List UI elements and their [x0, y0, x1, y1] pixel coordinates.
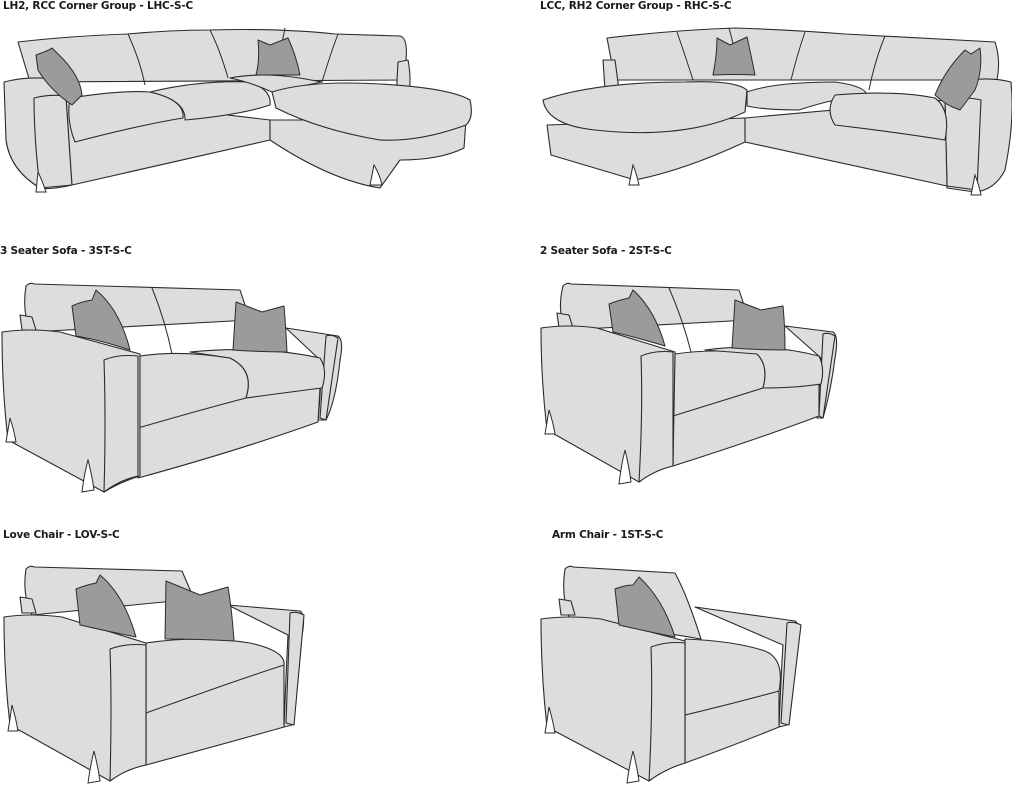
product-two-seater-sofa: 2 Seater Sofa - 2ST-S-C — [535, 243, 855, 503]
product-rhc-corner-group: LCC, RH2 Corner Group - RHC-S-C — [535, 0, 1012, 240]
two-seater-sofa-drawing — [540, 282, 838, 485]
product-label: Love Chair - LOV-S-C — [3, 529, 120, 541]
product-three-seater-sofa: 3 Seater Sofa - 3ST-S-C — [0, 243, 360, 503]
three-seater-sofa-drawing — [1, 282, 343, 493]
product-label: 2 Seater Sofa - 2ST-S-C — [540, 245, 672, 257]
product-lhc-corner-group: LH2, RCC Corner Group - LHC-S-C — [0, 0, 500, 240]
product-label: 3 Seater Sofa - 3ST-S-C — [0, 245, 132, 257]
product-love-chair: Love Chair - LOV-S-C — [0, 527, 330, 787]
corner-group-lhc-drawing — [3, 27, 472, 193]
product-label: LH2, RCC Corner Group - LHC-S-C — [3, 0, 193, 12]
corner-group-rhc-drawing — [542, 27, 1012, 196]
product-label: Arm Chair - 1ST-S-C — [552, 529, 664, 541]
product-label: LCC, RH2 Corner Group - RHC-S-C — [540, 0, 732, 12]
arm-chair-drawing — [540, 565, 802, 784]
love-chair-drawing — [3, 565, 305, 784]
product-arm-chair: Arm Chair - 1ST-S-C — [535, 527, 825, 787]
